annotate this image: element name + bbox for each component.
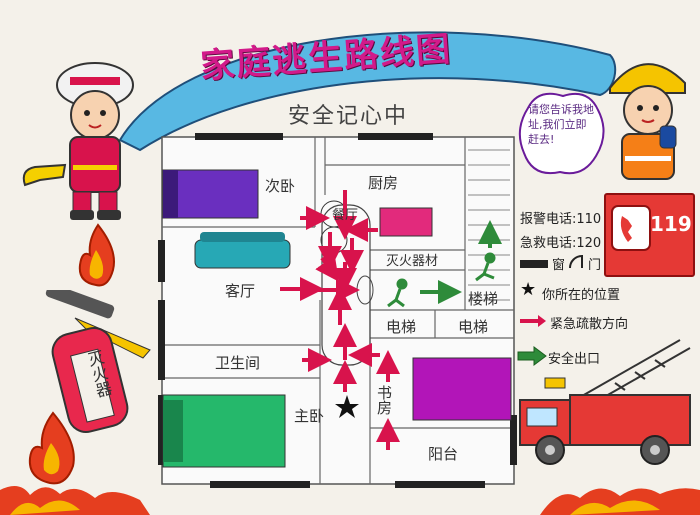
firefighter-left-icon	[22, 62, 134, 220]
you-are-here-star-icon	[335, 395, 359, 418]
legend-door-icon	[569, 254, 583, 269]
fire-extinguisher-icon	[45, 290, 151, 433]
page-subtitle: 安全记心中	[288, 104, 409, 129]
legend-fire-phone: 报警电话:110	[520, 212, 602, 227]
room-stairs: 楼梯	[468, 290, 499, 308]
room-study: 书房	[375, 385, 393, 415]
legend-safe-exit: 安全出口	[548, 352, 601, 367]
fire-bottom-icon	[0, 486, 700, 515]
room-kitchen: 厨房	[368, 174, 399, 192]
legend-evac-arrow-icon	[520, 315, 546, 327]
room-living: 客厅	[225, 282, 256, 300]
flame-icon	[78, 223, 115, 287]
speech-bubble	[518, 92, 605, 175]
legend-window: 窗	[552, 258, 566, 273]
speech-bubble-text: 请您告诉我地址,我们立即赶去!	[528, 103, 594, 146]
legend-ambulance-phone: 急救电话:120	[520, 236, 602, 251]
phone-119-number: 119	[650, 212, 692, 236]
legend-door: 门	[588, 258, 602, 273]
legend-your-position: 你所在的位置	[542, 288, 621, 303]
room-second-bedroom: 次卧	[265, 177, 296, 195]
room-elevator-2: 电梯	[458, 318, 489, 336]
phone-icon	[611, 205, 651, 251]
room-bathroom: 卫生间	[215, 354, 261, 372]
room-extinguisher-spot: 灭火器材	[386, 254, 439, 269]
legend-star-icon: ★	[520, 279, 537, 300]
legend-window-swatch	[520, 260, 548, 268]
room-dining: 餐厅	[332, 208, 359, 223]
room-elevator-1: 电梯	[386, 318, 417, 336]
flame-icon	[28, 411, 75, 485]
room-master-bedroom: 主卧	[294, 407, 325, 425]
legend-evac-direction: 紧急疏散方向	[550, 317, 629, 332]
fire-truck-icon	[519, 339, 691, 465]
firefighter-right-icon	[609, 63, 686, 180]
room-balcony: 阳台	[428, 445, 459, 463]
legend-exit-arrow-icon	[517, 346, 547, 366]
